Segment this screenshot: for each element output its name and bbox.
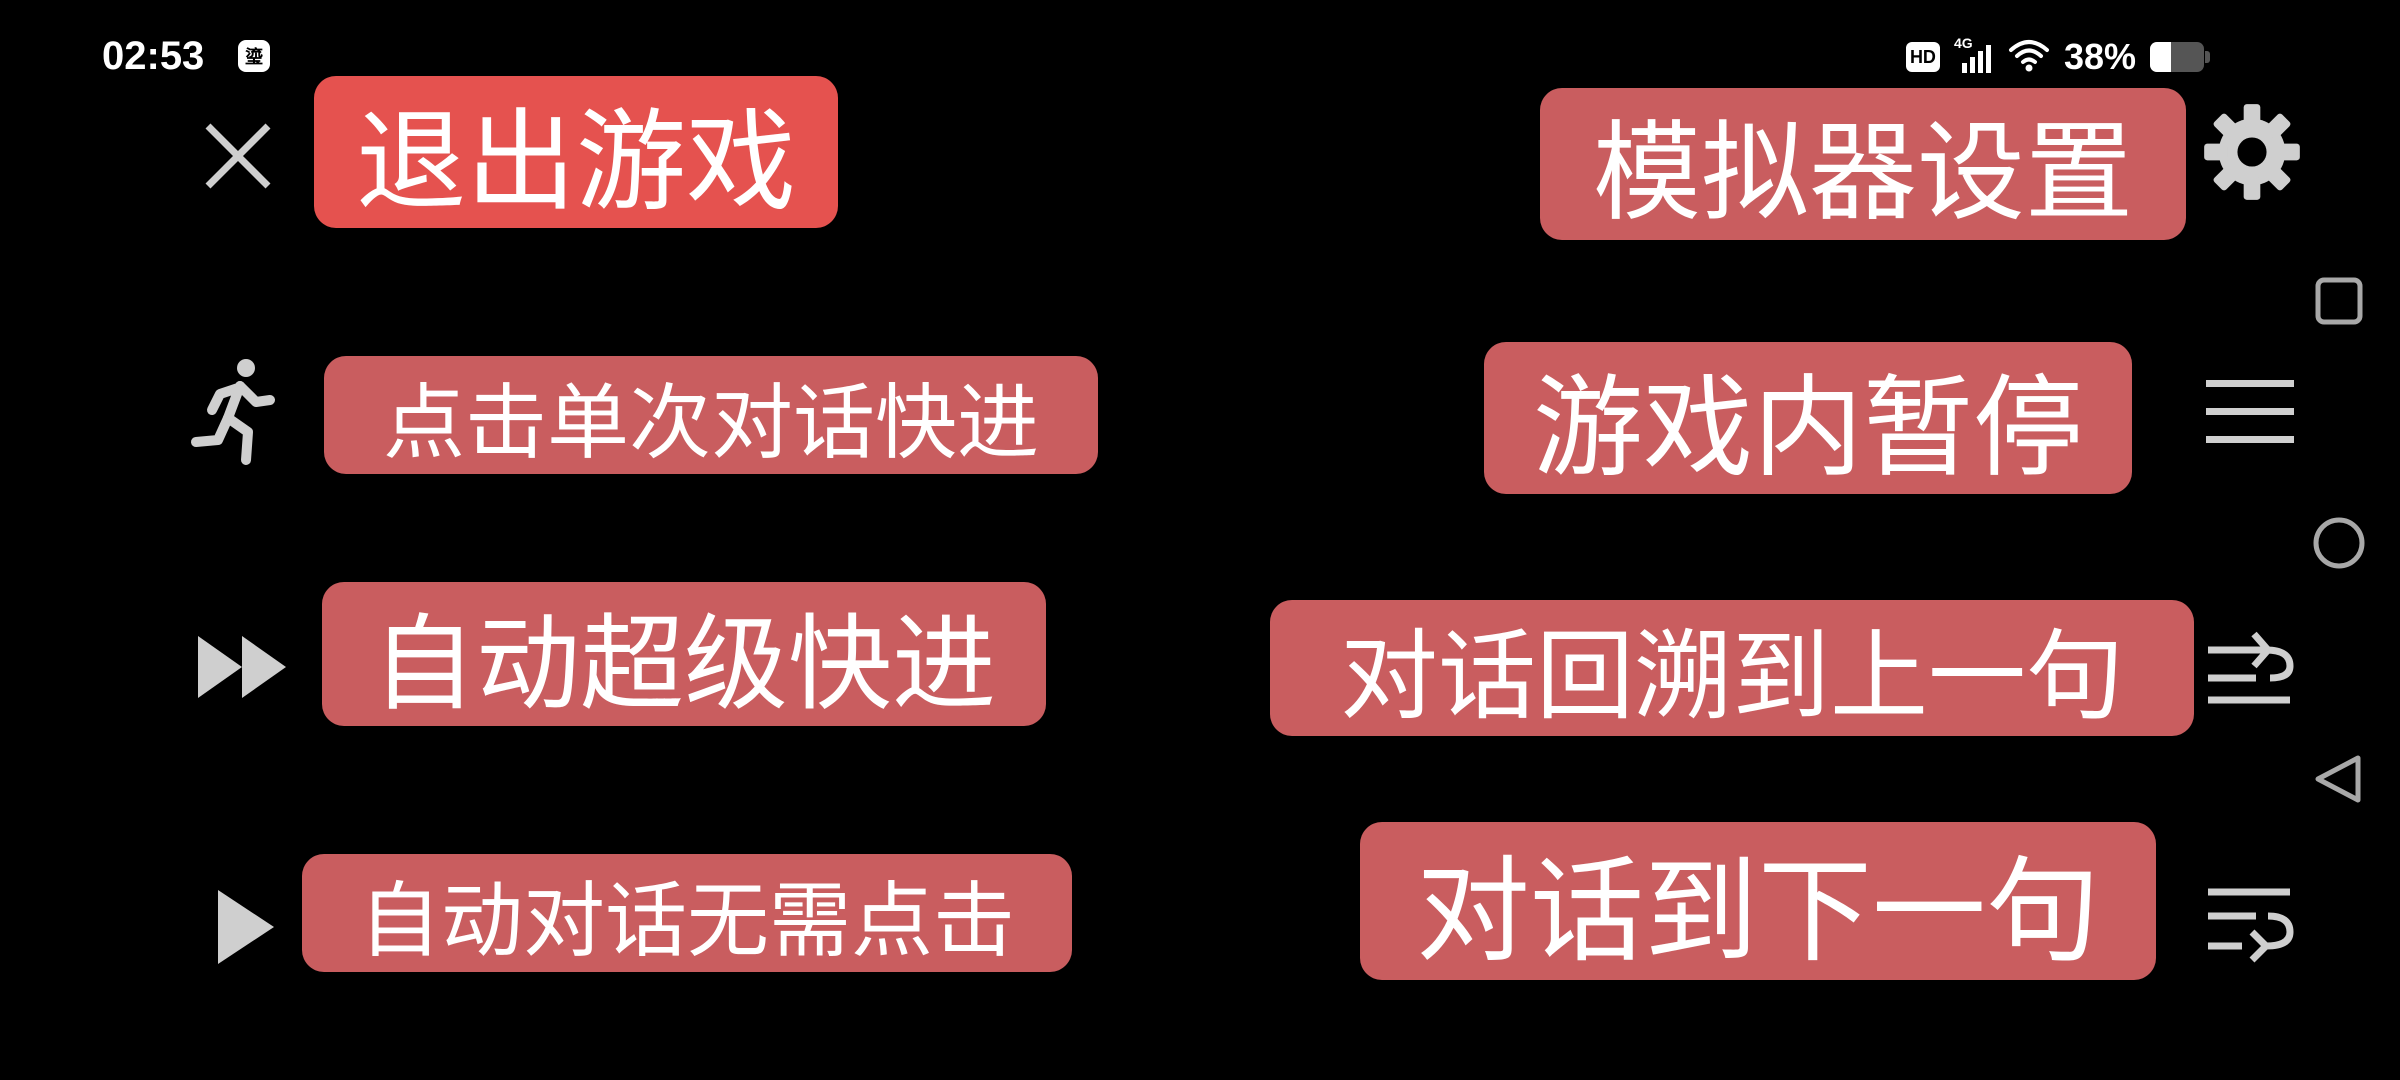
home-button[interactable] [2308, 512, 2370, 574]
status-time: 02:53 [102, 34, 205, 78]
rewind-lines-icon[interactable] [2206, 626, 2294, 706]
status-indicators: HD 4G 38% [1905, 32, 2210, 82]
recents-button[interactable] [2310, 272, 2368, 330]
square-icon [2315, 277, 2363, 325]
menu-icon[interactable] [2204, 376, 2296, 446]
hd-icon: HD [1905, 42, 1940, 72]
fast-forward-icon[interactable] [196, 634, 288, 700]
rewind-previous-line-button[interactable]: 对话回溯到上一句 [1270, 600, 2194, 736]
emulator-settings-button[interactable]: 模拟器设置 [1540, 88, 2186, 240]
battery-percent: 38% [2063, 36, 2136, 77]
next-lines-icon[interactable] [2206, 886, 2294, 968]
auto-dialogue-button[interactable]: 自动对话无需点击 [302, 854, 1072, 972]
circle-icon [2313, 517, 2365, 569]
exit-game-button[interactable]: 退出游戏 [314, 76, 838, 228]
cellular-signal-icon: 4G [1954, 35, 1994, 75]
battery-icon [2150, 42, 2210, 72]
triangle-back-icon [2315, 755, 2361, 803]
tap-fast-forward-button[interactable]: 点击单次对话快进 [324, 356, 1098, 474]
gear-icon[interactable] [2200, 100, 2304, 204]
wifi-icon [2008, 38, 2050, 76]
auto-super-fast-forward-button[interactable]: 自动超级快进 [322, 582, 1046, 726]
close-icon[interactable] [200, 118, 276, 194]
in-game-pause-button[interactable]: 游戏内暂停 [1484, 342, 2132, 494]
network-type-label: 4G [1953, 35, 1973, 51]
running-person-icon[interactable] [190, 356, 280, 468]
next-line-button[interactable]: 对话到下一句 [1360, 822, 2156, 980]
back-button[interactable] [2310, 750, 2368, 808]
app-notification-icon: 瑬 [238, 40, 270, 72]
play-icon[interactable] [216, 888, 276, 966]
